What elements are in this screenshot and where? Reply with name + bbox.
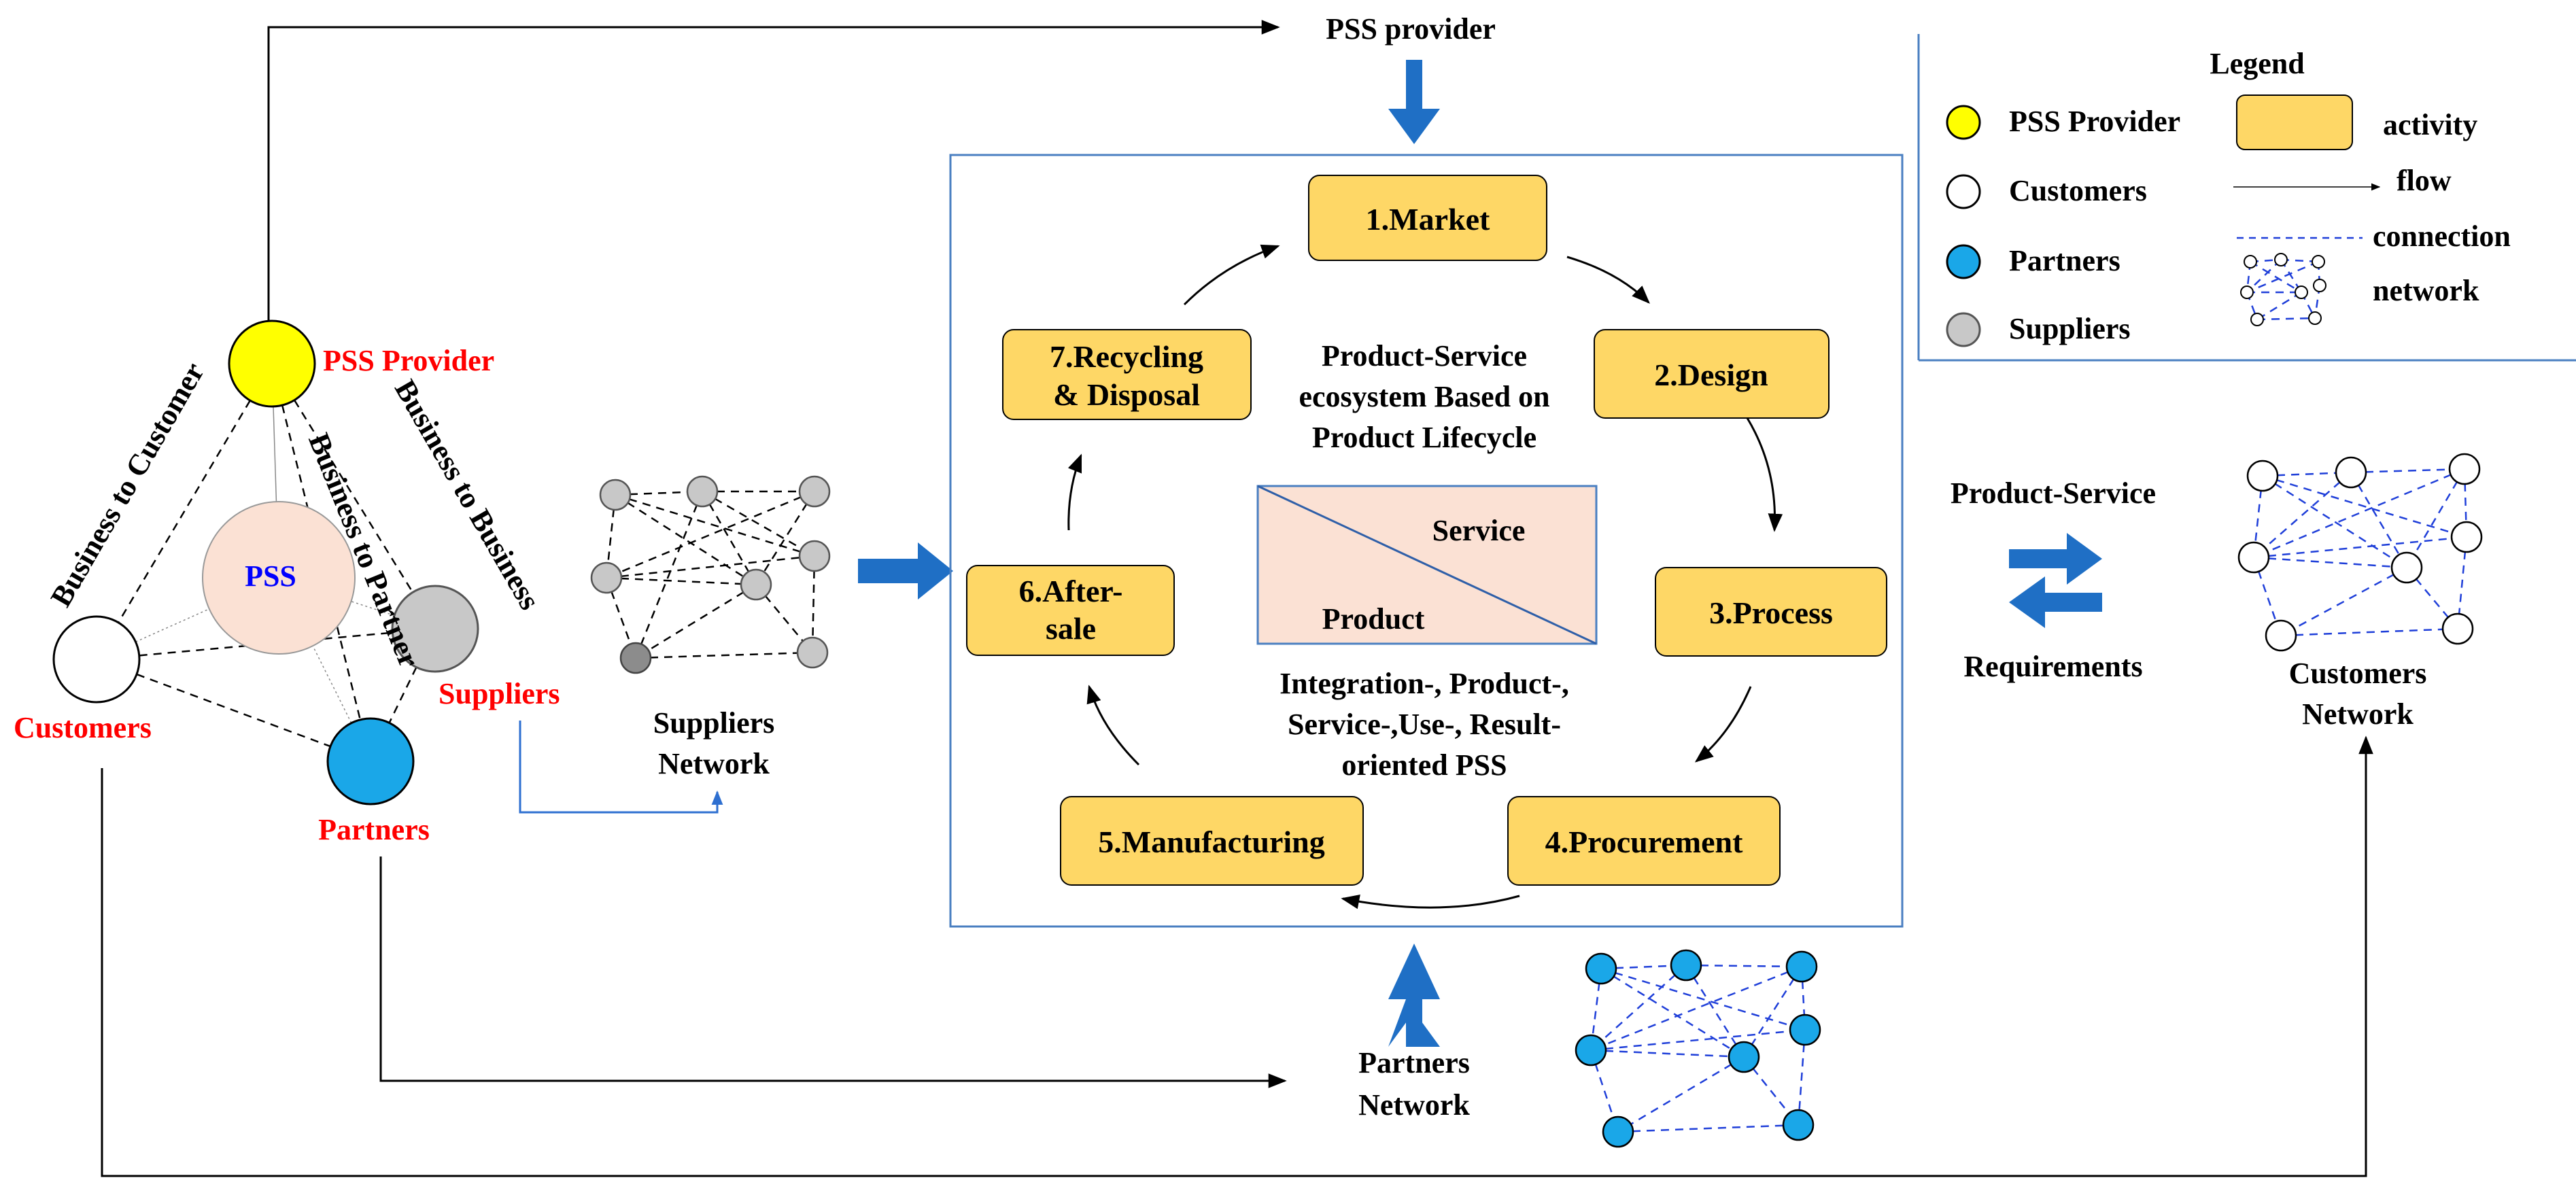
- legend-activity: activity: [2383, 108, 2477, 141]
- legend-suppliers-swatch: [1946, 312, 1981, 347]
- activity-procurement: 4.Procurement: [1507, 796, 1781, 886]
- pss-provider-node: [228, 319, 316, 408]
- pss-provider-label: PSS Provider: [323, 344, 494, 377]
- arrow-up-icon: [1388, 999, 1440, 1047]
- lifecycle-frame: [949, 154, 1904, 928]
- activity-market: 1.Market: [1308, 175, 1547, 261]
- service-label: Service: [1432, 514, 1526, 547]
- blue-arrows: [858, 60, 2102, 1047]
- legend-activity-swatch: [2236, 94, 2353, 150]
- activity-recycling-label-1: 7.Recycling: [1050, 339, 1203, 374]
- activity-aftersale: 6.After- sale: [966, 565, 1175, 656]
- exchange-right-arrow-icon: [2009, 533, 2102, 585]
- legend-flow: flow: [2397, 164, 2452, 197]
- pss-types-2: Service-,Use-, Result-: [1288, 708, 1561, 741]
- legend-provider-swatch: [1946, 105, 1981, 140]
- customers-network-graph: [2237, 453, 2483, 652]
- legend-network: network: [2373, 274, 2479, 307]
- customers-node: [52, 615, 141, 704]
- business-to-customer-label: Business to Customer: [44, 357, 211, 612]
- activity-design-label: 2.Design: [1654, 358, 1768, 392]
- suppliers-network-label-2: Network: [658, 747, 770, 780]
- ecosystem-title-1: Product-Service: [1322, 339, 1527, 373]
- suppliers-node: [391, 585, 479, 673]
- activity-process: 3.Process: [1655, 567, 1887, 657]
- customers-network-label-2: Network: [2302, 697, 2414, 731]
- activity-manufacturing: 5.Manufacturing: [1060, 796, 1364, 886]
- pss-node: [202, 501, 356, 655]
- arrow-right-icon: [858, 542, 953, 600]
- partners-label: Partners: [318, 813, 430, 846]
- suppliers-network-label-1: Suppliers: [653, 706, 775, 740]
- ecosystem-title-2: ecosystem Based on: [1299, 380, 1549, 413]
- activity-market-label: 1.Market: [1366, 202, 1490, 237]
- legend-suppliers: Suppliers: [2009, 312, 2131, 345]
- pss-types-1: Integration-, Product-,: [1280, 667, 1569, 700]
- ecosystem-title-3: Product Lifecycle: [1312, 421, 1536, 454]
- activity-aftersale-label-2: sale: [1046, 611, 1096, 646]
- legend-partners-swatch: [1946, 244, 1981, 279]
- lifecycle-cycle-arrows: [1067, 244, 1783, 910]
- partners-network-label-2: Network: [1358, 1088, 1470, 1122]
- customers-label: Customers: [14, 711, 152, 744]
- legend-pss-provider: PSS Provider: [2009, 105, 2180, 138]
- legend-customers-swatch: [1946, 174, 1981, 209]
- legend-network-icon: [2240, 253, 2326, 326]
- legend-connection: connection: [2373, 220, 2511, 253]
- pss-types-3: oriented PSS: [1341, 748, 1507, 782]
- legend-title: Legend: [2210, 47, 2304, 80]
- product-label: Product: [1322, 602, 1425, 636]
- partners-network-label-1: Partners: [1358, 1046, 1470, 1079]
- activity-aftersale-label-1: 6.After-: [1019, 574, 1123, 608]
- arrow-down-icon: [1388, 60, 1440, 144]
- activity-recycling-label-2: & Disposal: [1053, 377, 1200, 412]
- outer-flow-lines: [101, 20, 2373, 1177]
- activity-procurement-label: 4.Procurement: [1545, 825, 1744, 859]
- activity-manufacturing-label: 5.Manufacturing: [1098, 825, 1325, 859]
- exchange-left-arrow-icon: [2009, 576, 2102, 628]
- pss-label: PSS: [245, 559, 296, 593]
- pss-provider-top-label: PSS provider: [1326, 12, 1496, 46]
- requirements-exchange-label: Requirements: [1963, 650, 2142, 683]
- partners-network-graph: [1575, 949, 1821, 1148]
- legend: Legend PSS Provider Customers Partners S…: [1917, 34, 2576, 362]
- suppliers-network-graph: [590, 475, 831, 674]
- product-service-exchange-label: Product-Service: [1951, 477, 2156, 510]
- product-service-box: Service Product: [1256, 485, 1598, 645]
- customers-network-label-1: Customers: [2289, 657, 2427, 690]
- activity-process-label: 3.Process: [1709, 595, 1833, 630]
- legend-partners: Partners: [2009, 244, 2120, 277]
- business-to-business-label: Business to Business: [388, 374, 547, 615]
- partners-node: [326, 717, 415, 806]
- pss-tetrahedron: [52, 319, 479, 806]
- activity-design: 2.Design: [1594, 329, 1830, 419]
- legend-customers: Customers: [2009, 174, 2147, 207]
- suppliers-label: Suppliers: [439, 677, 560, 710]
- activity-recycling: 7.Recycling & Disposal: [1002, 329, 1252, 420]
